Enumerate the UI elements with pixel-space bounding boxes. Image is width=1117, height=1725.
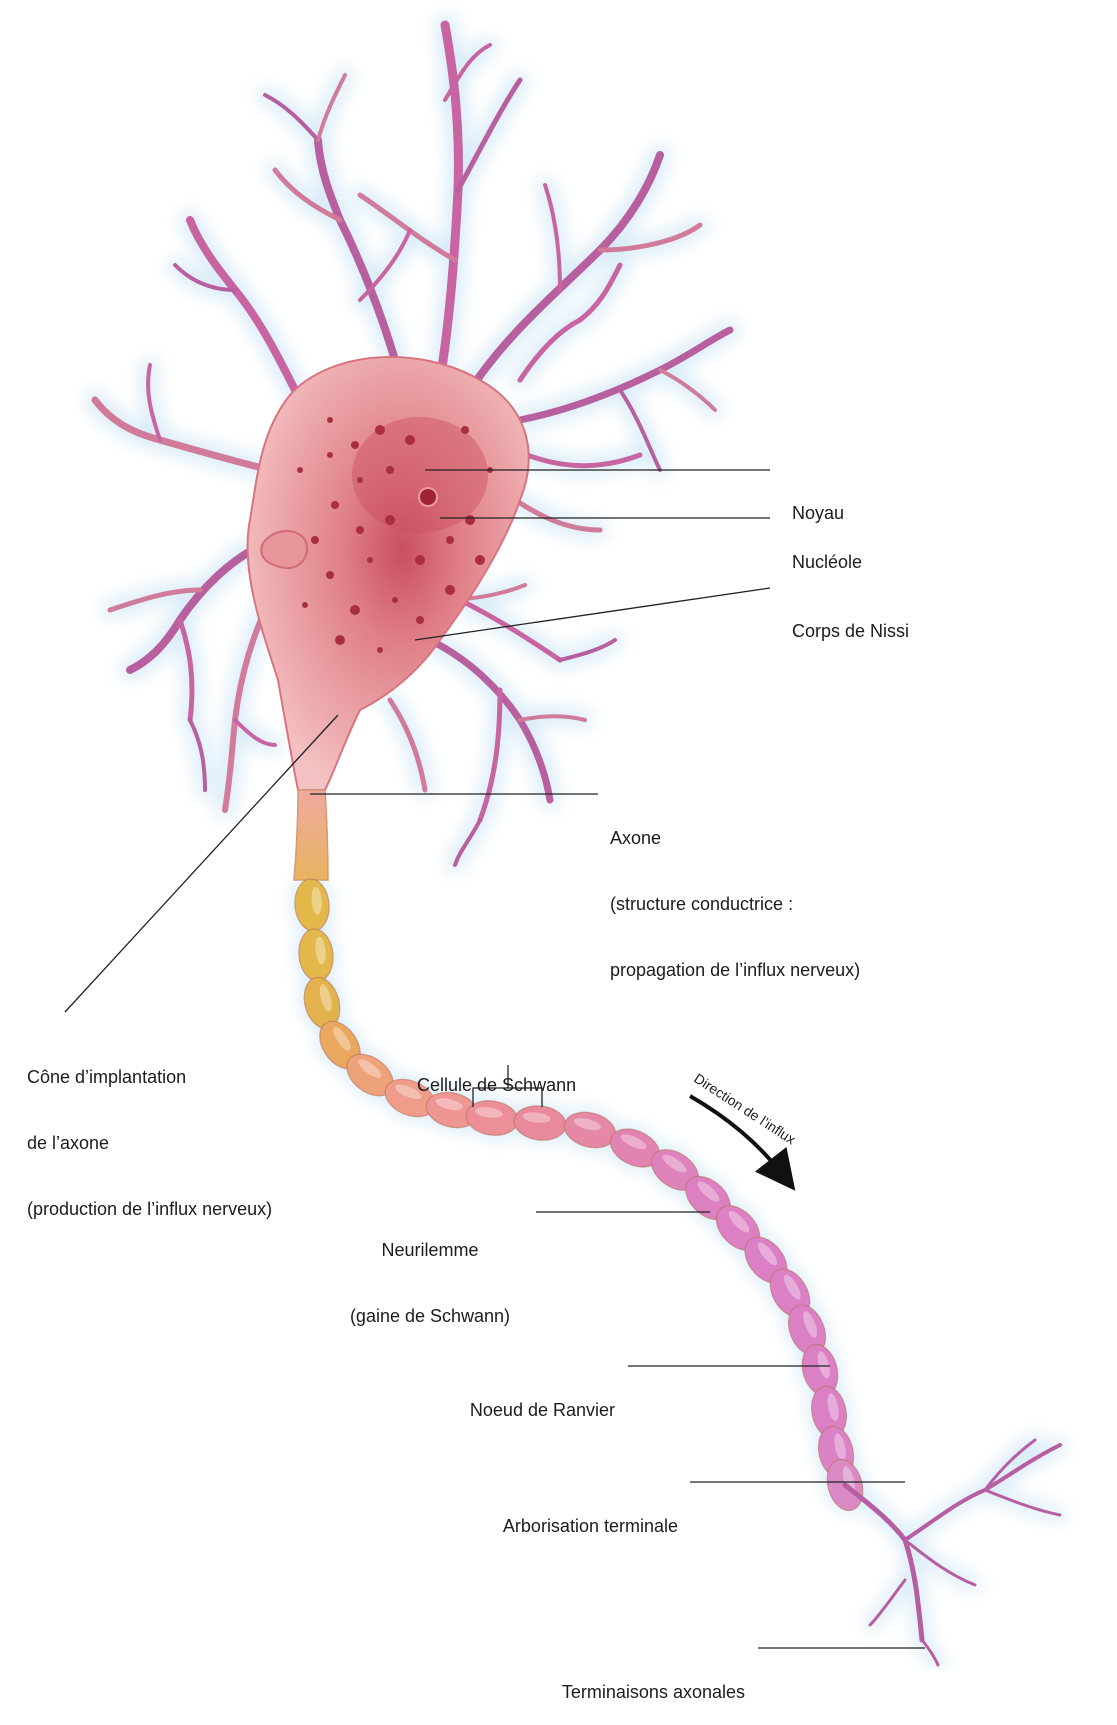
nissl-body [335, 635, 345, 645]
terminal-arborization [845, 1440, 1060, 1665]
nissl-body [311, 536, 319, 544]
label-arborisation: Arborisation terminale [420, 1471, 678, 1559]
axon-terminal [905, 1445, 1060, 1540]
dendrite-branch [460, 600, 560, 660]
label-neurilemme: Neurilemme (gaine de Schwann) [330, 1195, 530, 1349]
label-terminaisons: Terminaisons axonales [480, 1637, 745, 1725]
soma-protrusion [261, 531, 307, 568]
cell-body [247, 357, 528, 790]
nissl-body [356, 526, 364, 534]
nissl-body [461, 426, 469, 434]
nissl-body [302, 602, 308, 608]
label-cone-implantation: Cône d’implantation de l’axone (producti… [27, 1022, 272, 1242]
nucleus [352, 417, 488, 533]
nissl-body [357, 477, 363, 483]
nucleolus [419, 488, 437, 506]
nissl-body [351, 441, 359, 449]
nissl-body [392, 597, 398, 603]
nissl-body [465, 515, 475, 525]
nissl-body [446, 536, 454, 544]
nissl-body [415, 555, 425, 565]
nissl-body [385, 515, 395, 525]
nissl-body [445, 585, 455, 595]
nissl-body [327, 417, 333, 423]
label-axone: Axone (structure conductrice : propagati… [610, 783, 860, 1003]
label-noeud-ranvier: Noeud de Ranvier [400, 1355, 615, 1443]
nissl-body [405, 435, 415, 445]
nissl-body [377, 647, 383, 653]
nissl-body [475, 555, 485, 565]
nissl-body [416, 616, 424, 624]
nissl-body [386, 466, 394, 474]
nissl-body [375, 425, 385, 435]
nissl-body [367, 557, 373, 563]
label-cellule-schwann: Cellule de Schwann [417, 1030, 576, 1118]
nissl-body [331, 501, 339, 509]
axon-terminal [870, 1580, 905, 1625]
nissl-body [350, 605, 360, 615]
axon-proximal [294, 790, 328, 880]
nissl-body [297, 467, 303, 473]
nissl-body [326, 571, 334, 579]
nissl-body [327, 452, 333, 458]
label-nissl: Corps de Nissi [792, 576, 909, 664]
